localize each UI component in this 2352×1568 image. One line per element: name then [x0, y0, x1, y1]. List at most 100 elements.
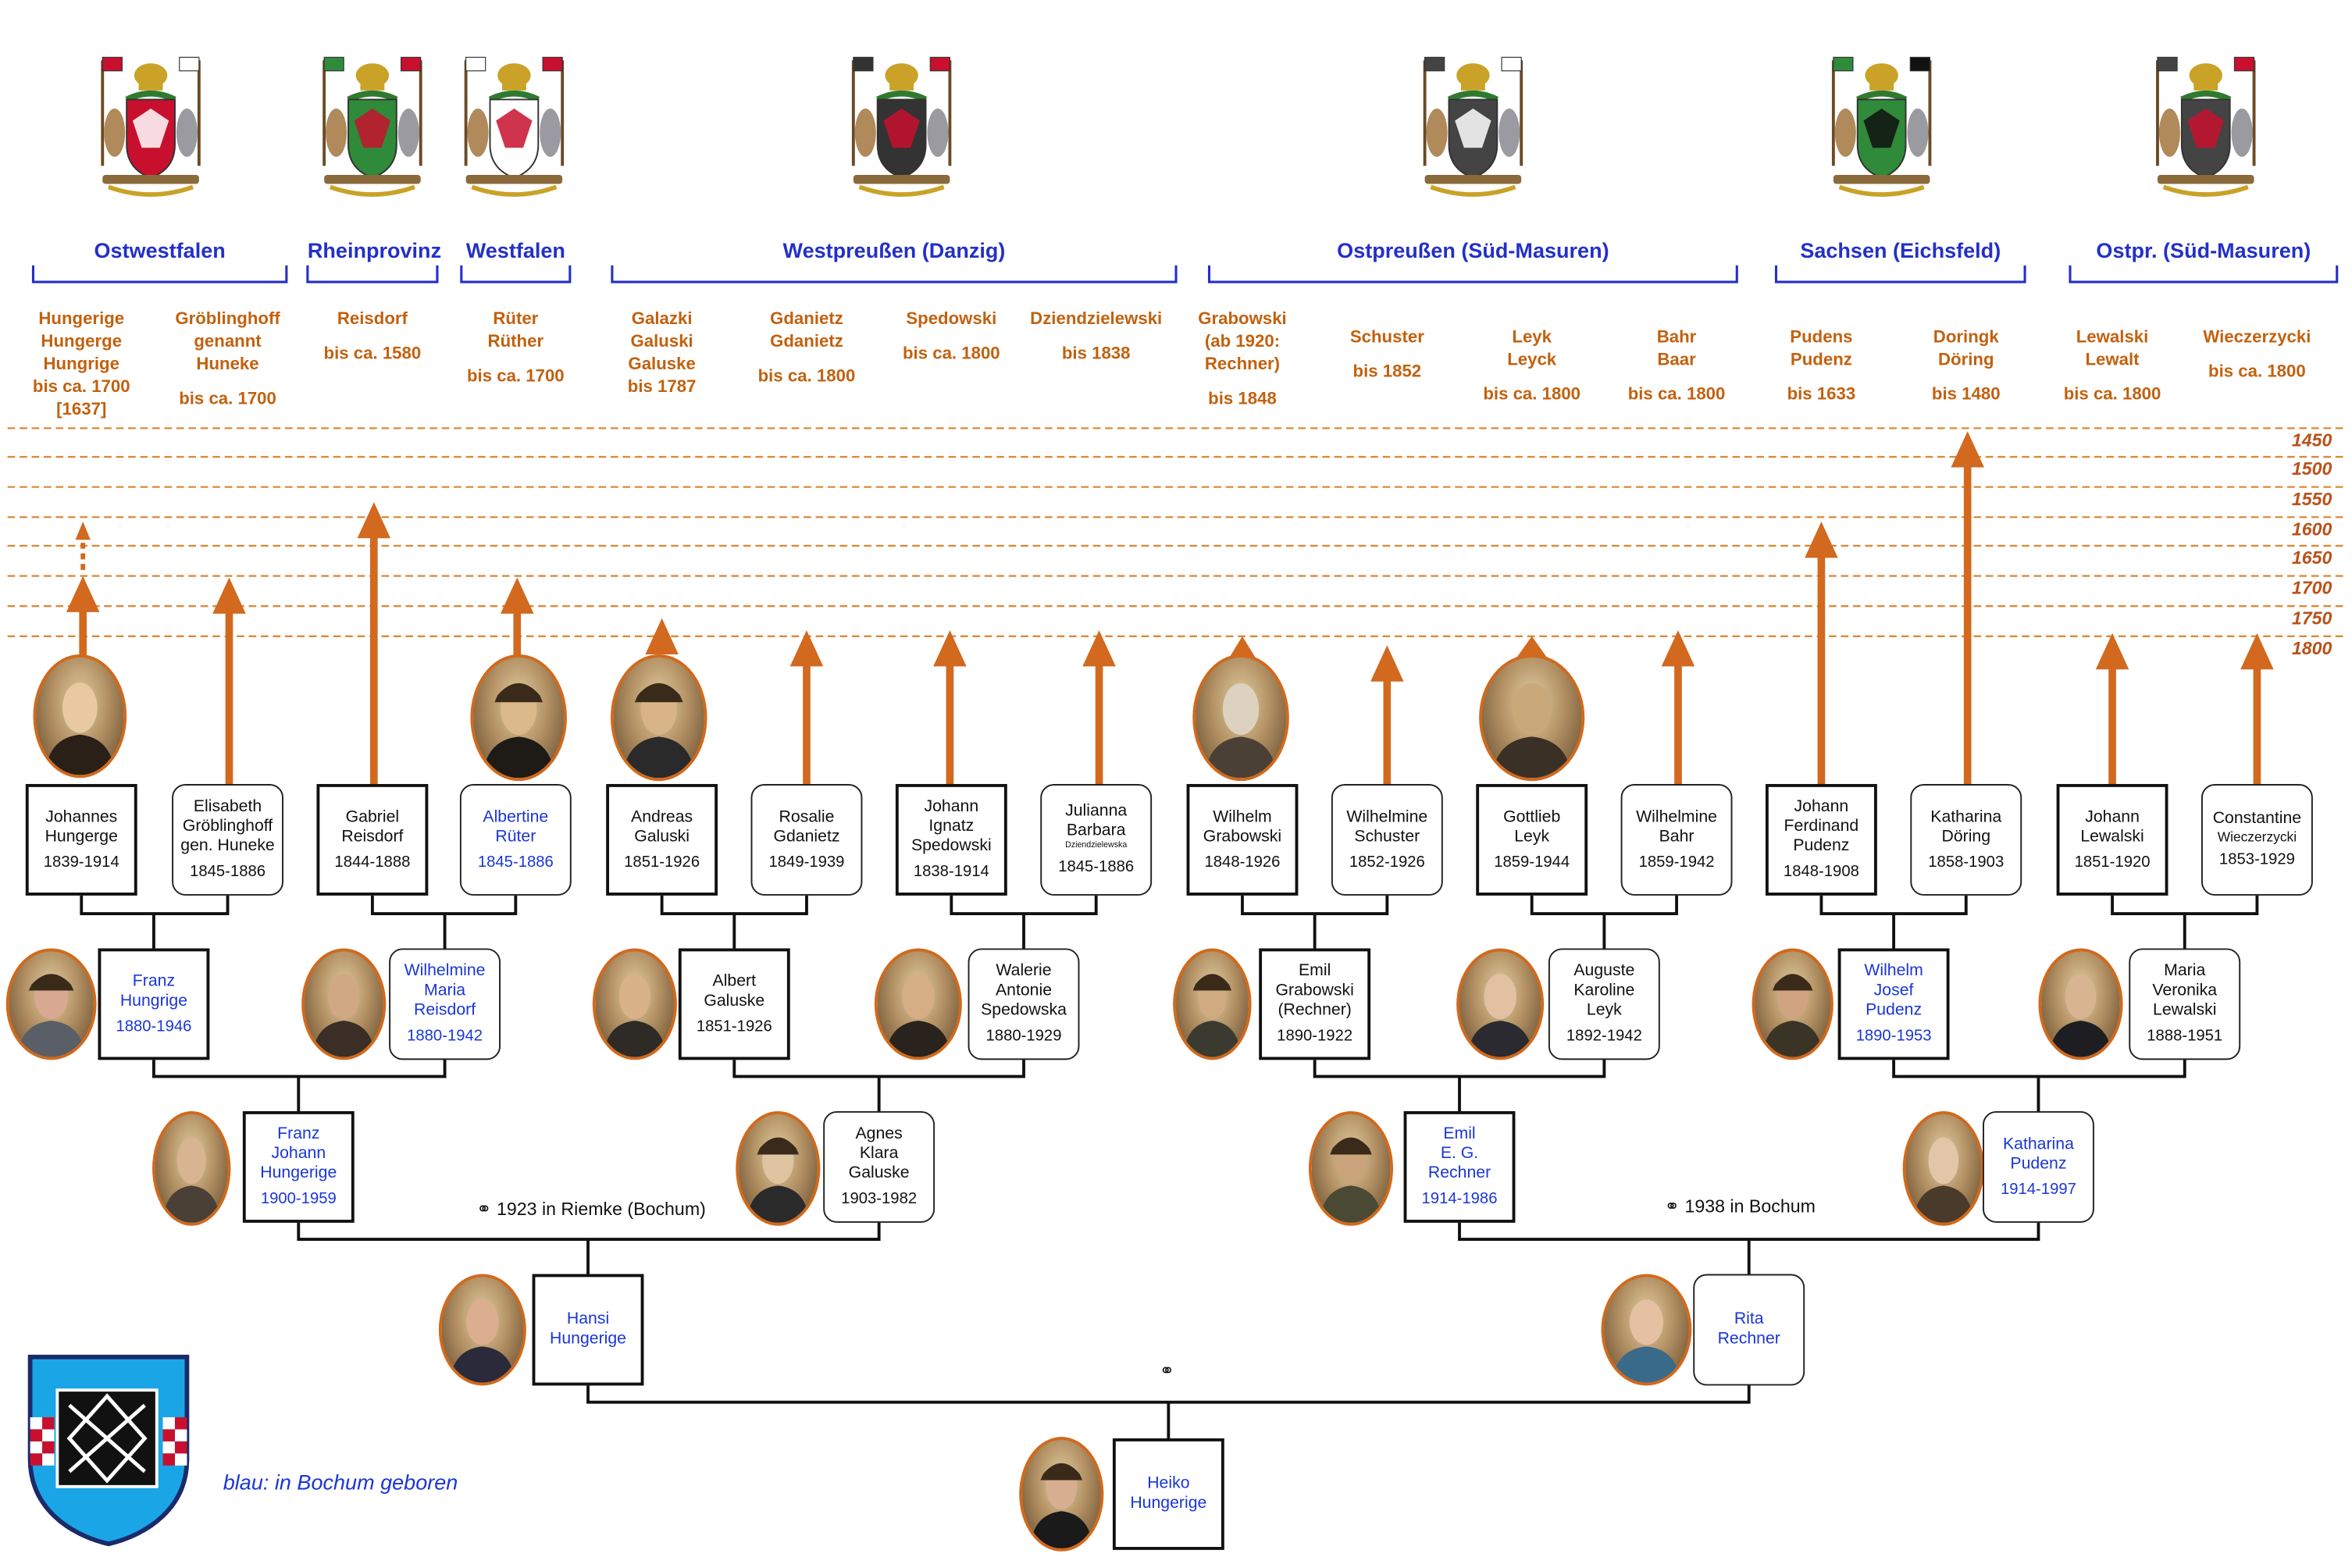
- person-dates: 1900-1959: [260, 1189, 337, 1208]
- person-dates: 1851-1926: [624, 852, 700, 871]
- surname-line: bis 1852: [1352, 363, 1422, 382]
- person-dates: 1892-1942: [1566, 1026, 1642, 1046]
- person-name: Spedowski: [911, 836, 992, 855]
- person-name: Pudenz: [2010, 1154, 2067, 1173]
- person-name: Galuske: [704, 991, 765, 1010]
- region-ostpr-sued-masuren: Ostpr. (Süd-Masuren): [2096, 238, 2311, 262]
- person-name: Bahr: [1659, 827, 1695, 846]
- person-dates: 1852-1926: [1349, 852, 1425, 871]
- surname-line: Galuske: [628, 355, 696, 374]
- surname-line: [1637]: [56, 401, 107, 419]
- person-dates: 1859-1942: [1638, 852, 1715, 871]
- person-name: Karoline: [1573, 981, 1635, 1000]
- person-dates: 1914-1997: [2000, 1179, 2076, 1199]
- lineage-arrows: [66, 431, 2274, 785]
- person-name: Emil: [1443, 1124, 1476, 1143]
- person-name: Leyk: [1514, 827, 1550, 846]
- marriage-1938: ⚭ 1938 in Bochum: [1664, 1196, 1816, 1217]
- timeline-year-label: 1650: [2291, 547, 2332, 568]
- person-name: Hungrige: [119, 991, 188, 1010]
- surname-line: [1602, 372, 1752, 384]
- surname-line: Rechner): [1204, 355, 1281, 374]
- person-name: Reisdorf: [414, 1001, 476, 1020]
- person-name: Hansi: [566, 1310, 610, 1329]
- surname-line: bis ca. 1800: [1483, 386, 1581, 404]
- person-name: Grabowski: [1275, 981, 1354, 1000]
- person-name: Rechner: [1427, 1164, 1491, 1182]
- surname-line: bis 1838: [1061, 345, 1131, 364]
- timeline-year-label: 1450: [2291, 429, 2332, 451]
- surname-line: bis 1633: [1787, 386, 1856, 404]
- surname-line: [1021, 332, 1171, 344]
- surname-line: bis ca. 1800: [1627, 386, 1726, 404]
- surname-line: Gdanietz: [770, 310, 843, 329]
- coat-of-arms-icon: [1404, 45, 1543, 205]
- person-name: Auguste: [1573, 961, 1635, 981]
- surname-line: Leyk: [1512, 328, 1552, 347]
- person-dates: 1880-1946: [116, 1017, 192, 1035]
- person-name: Elisabeth: [193, 797, 262, 816]
- surname-line: bis ca. 1700: [179, 390, 276, 409]
- surname-line: Döring: [1937, 351, 1994, 370]
- person-name: Antonie: [995, 981, 1053, 1000]
- person-dates: 1858-1903: [1928, 852, 2005, 871]
- portrait-photo: [1456, 948, 1545, 1060]
- person-dates: 1851-1920: [2074, 852, 2151, 871]
- surname-line: bis 1480: [1931, 386, 2001, 404]
- person-name: Lewalski: [2080, 827, 2144, 846]
- person-name: Leyk: [1586, 1001, 1622, 1020]
- surname-line: Bahr: [1656, 328, 1697, 347]
- person-dates: 1880-1942: [407, 1026, 483, 1046]
- surname-line: Rüter: [493, 310, 539, 329]
- surname-line: [731, 355, 882, 366]
- person-name: Rechner: [1717, 1329, 1780, 1349]
- person-name: Hungerige: [260, 1164, 337, 1182]
- person-name: Maria: [2164, 961, 2206, 981]
- person-name: Ignatz: [928, 817, 975, 836]
- person-name: Pudenz: [1866, 1001, 1923, 1020]
- person-name-sub: Dziendzielewska: [1065, 841, 1128, 850]
- surname-line: Hungerge: [41, 333, 123, 351]
- coat-of-arms-icon: [1812, 45, 1951, 205]
- person-name: Heiko: [1147, 1474, 1190, 1493]
- portrait-photo: [301, 948, 387, 1060]
- region-westfalen: Westfalen: [465, 238, 565, 262]
